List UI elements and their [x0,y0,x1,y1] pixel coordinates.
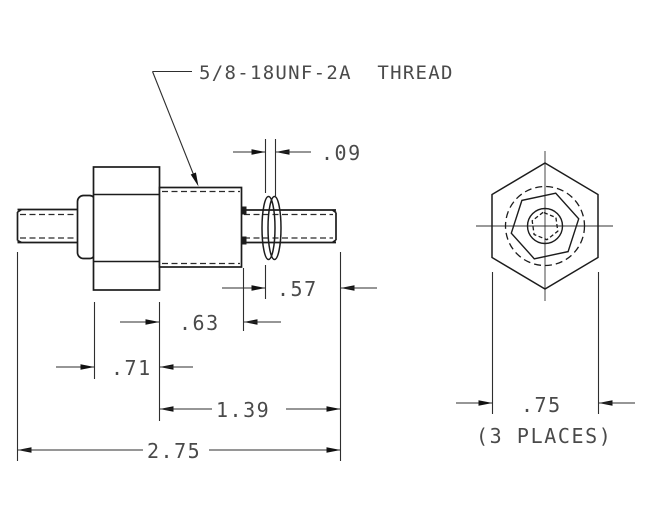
dim-text-71: .71 [111,356,152,380]
hex-outline [491,162,599,290]
dim-text-63: .63 [179,311,220,335]
dim-nut-width: .71 [56,356,193,380]
threaded-body [158,186,243,268]
dim-body-and-stud: 1.39 [159,398,341,422]
side-dimensions: .09 .57 .63 .71 [16,139,377,463]
thread-minor-hex [510,192,580,260]
thread-callout-text: 5/8-18UNF-2A THREAD [199,62,454,84]
dim-washer-thickness: .09 [233,139,362,196]
dim-right-stud-length: .57 [222,277,377,301]
dim-across-flats: .75 (3 PLACES) [456,272,635,448]
right-stud [241,206,337,245]
dim-text-57: .57 [277,277,318,301]
dim-text-139: 1.39 [216,398,270,422]
left-stud [16,208,80,244]
places-note-text: (3 PLACES) [476,424,612,448]
dim-text-275: 2.75 [147,439,201,463]
thread-major-circle [504,185,586,267]
end-view [476,151,613,301]
leader-arrowhead-icon [190,172,199,187]
dim-overall-length: 2.75 [17,439,341,463]
hex-nut [92,166,161,291]
side-view: 5/8-18UNF-2A THREAD [16,62,454,291]
dim-text-75: .75 [521,393,562,417]
dim-body-length: .63 [120,311,281,335]
thread-callout-leader [151,70,199,187]
right-washer [261,195,282,261]
stud-circle [526,207,564,245]
dim-text-09: .09 [321,141,362,165]
stud-thread-hex [531,211,559,241]
